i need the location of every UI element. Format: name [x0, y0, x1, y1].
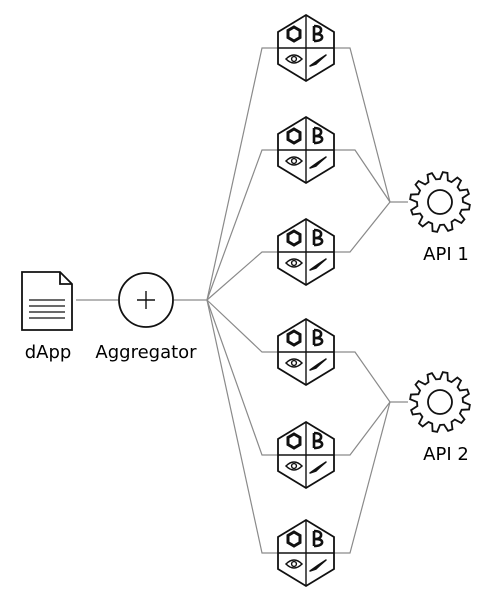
oracle-node-2-icon [276, 115, 336, 185]
link-hub-node-2 [206, 149, 280, 301]
dapp-document-icon [21, 271, 73, 331]
link-hub-node-6 [206, 299, 280, 554]
api-2-gear-icon [409, 371, 471, 433]
oracle-node-6-icon [276, 518, 336, 588]
aggregator-plus-icon [118, 272, 174, 328]
oracle-node-5-icon [276, 420, 336, 490]
oracle-nodes [276, 13, 336, 588]
link-node-6-api2 [332, 401, 391, 554]
link-node-1-api1 [332, 47, 408, 203]
connection-lines [76, 47, 408, 554]
aggregator-label: Aggregator [95, 342, 197, 363]
oracle-node-4-icon [276, 317, 336, 387]
dapp-label: dApp [25, 342, 72, 363]
link-node-2-api1 [332, 149, 391, 203]
api-2-label: API 2 [423, 444, 469, 465]
link-hub-node-4 [206, 299, 280, 353]
link-hub-node-1 [206, 47, 280, 301]
link-node-5-api2 [332, 401, 391, 456]
link-node-4-api2 [332, 351, 408, 403]
api-1-label: API 1 [423, 244, 469, 265]
oracle-node-1-icon [276, 13, 336, 83]
oracle-node-3-icon [276, 217, 336, 287]
api-1-gear-icon [409, 171, 471, 233]
link-hub-node-5 [206, 299, 280, 456]
link-hub-node-3 [206, 251, 280, 301]
link-node-3-api1 [332, 201, 391, 253]
